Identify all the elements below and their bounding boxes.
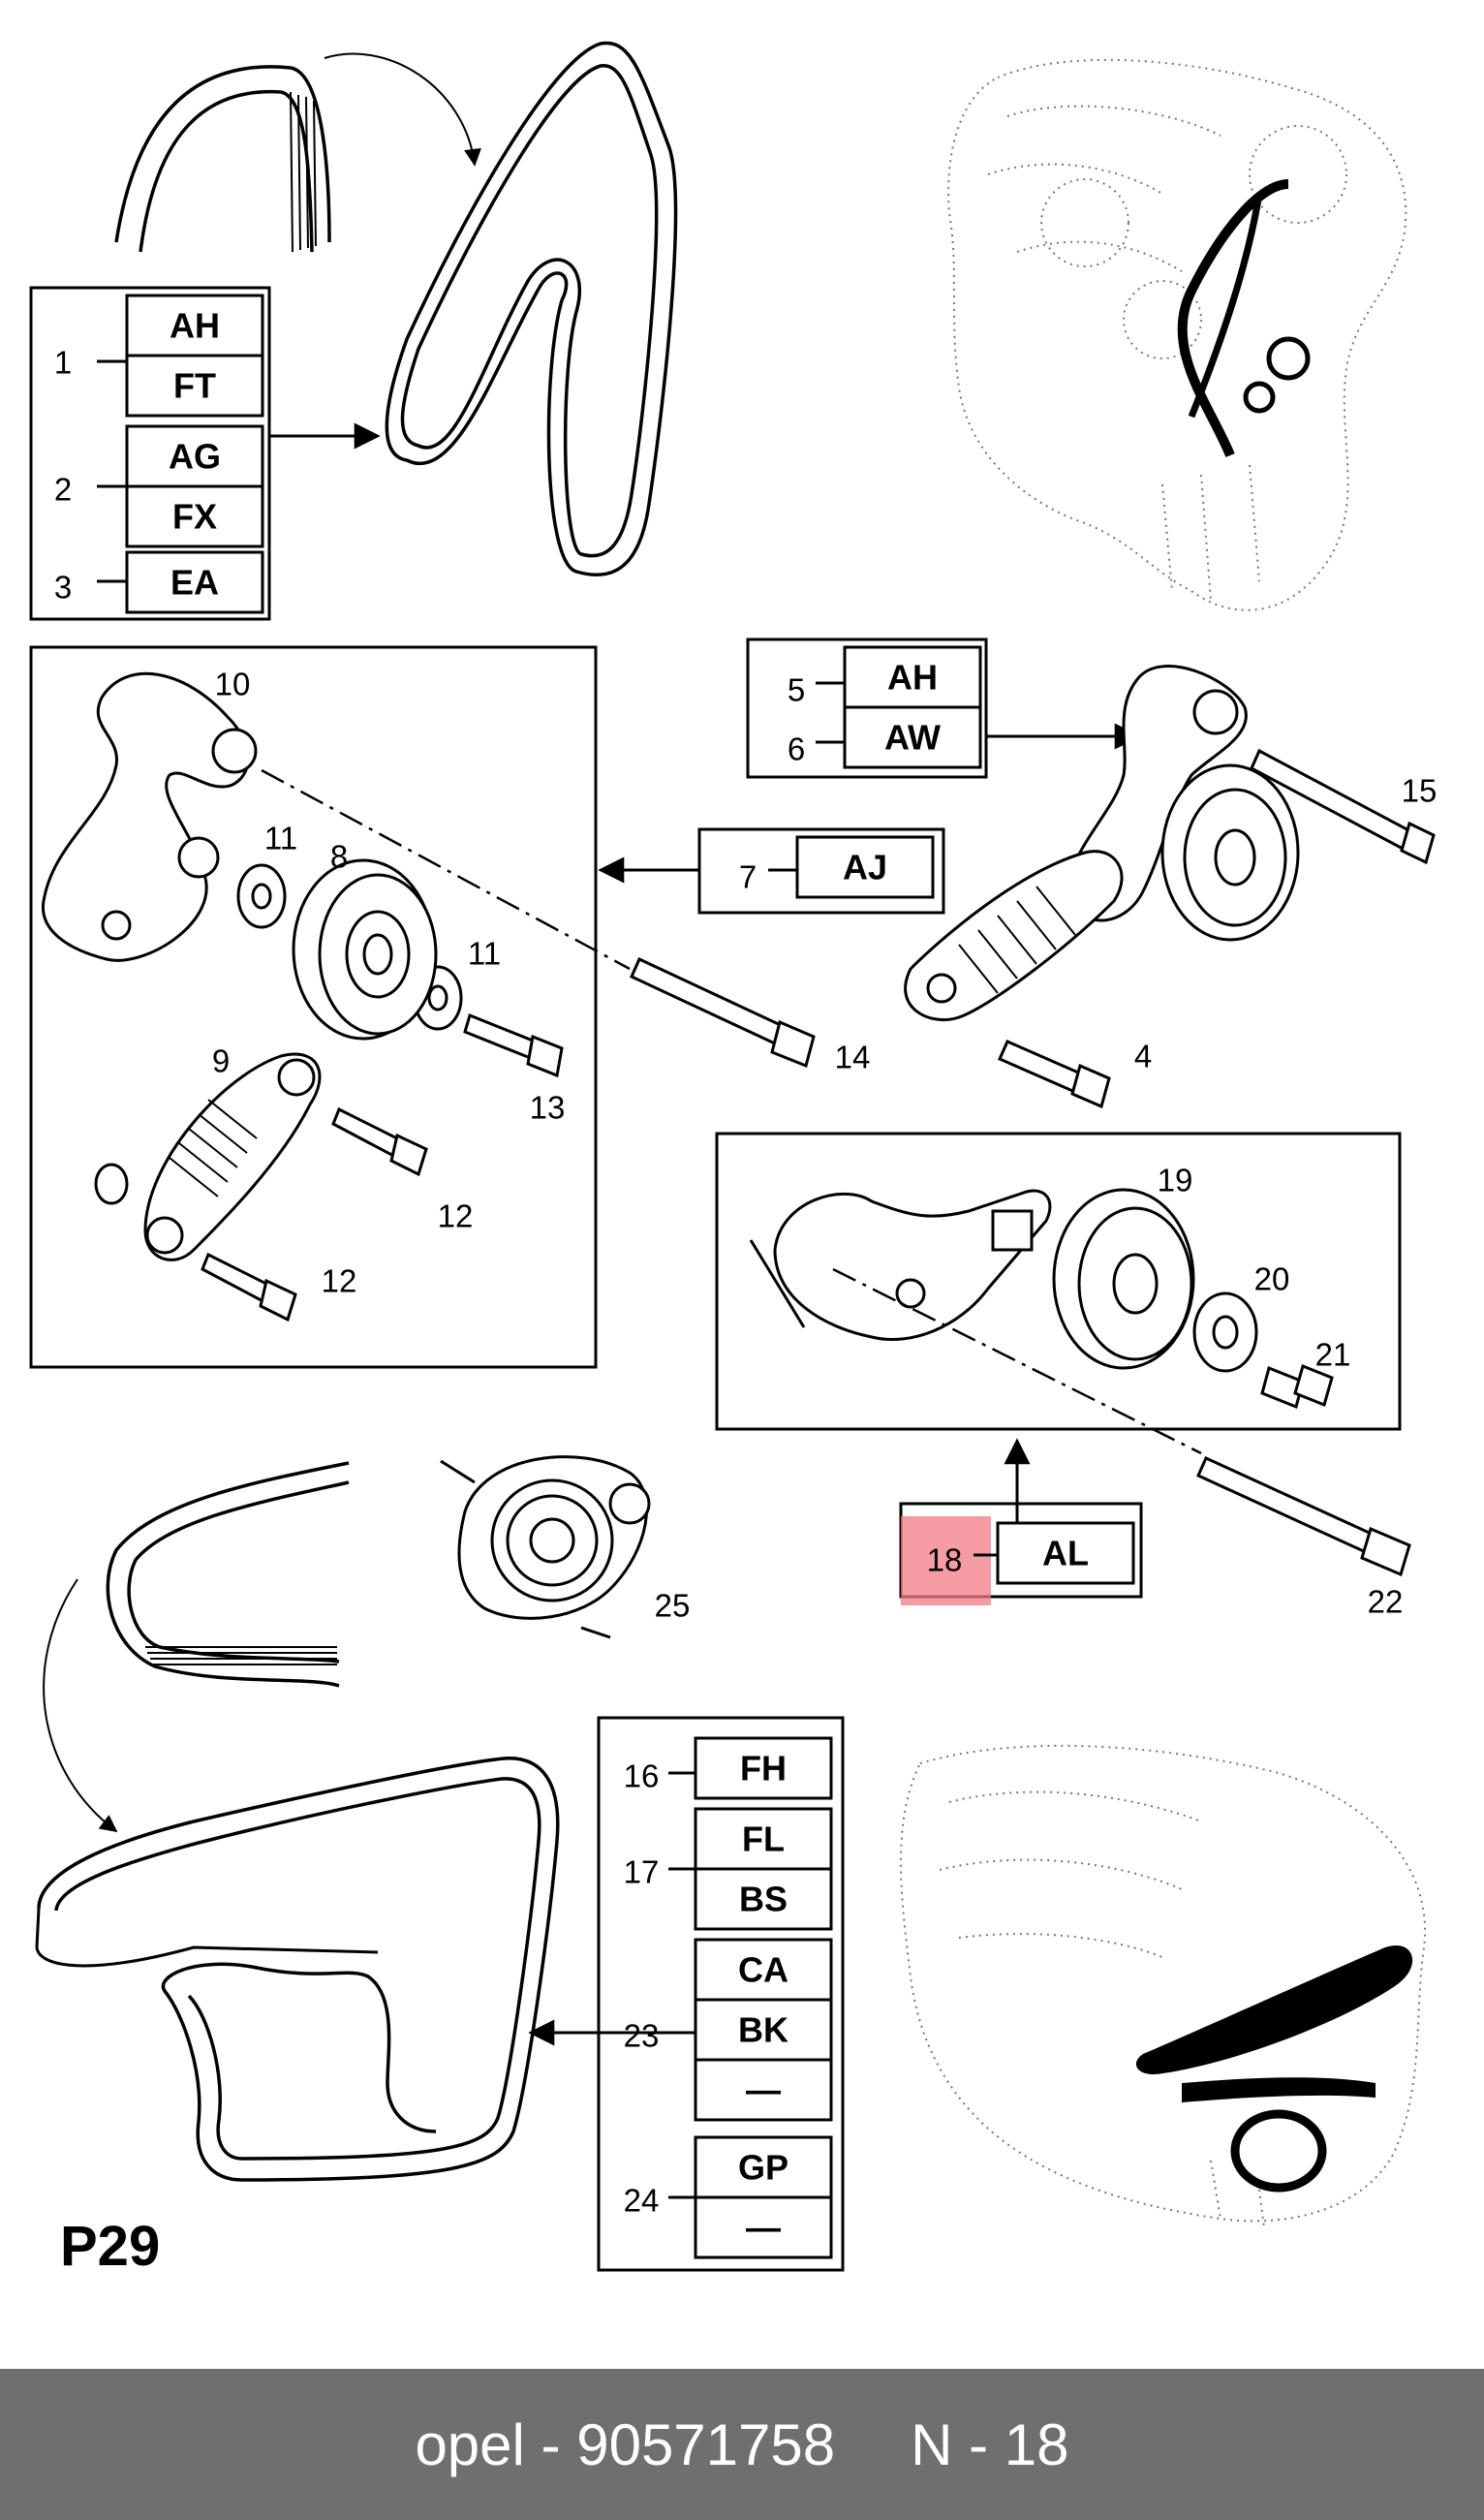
footer-separator: - <box>541 2411 561 2477</box>
callout-number-2: 2 <box>54 472 72 508</box>
code-16: FH <box>740 1749 787 1789</box>
serpentine-belt-top <box>385 41 678 576</box>
code-23b: BK <box>738 2010 788 2050</box>
footer-brand: opel <box>415 2411 525 2477</box>
part-number-11a: 11 <box>264 821 297 856</box>
part-number-12a: 12 <box>438 1198 474 1234</box>
page-label: P29 <box>60 2215 160 2278</box>
code-7: AJ <box>843 848 887 887</box>
callout-number-24: 24 <box>624 2183 660 2219</box>
part-number-11b: 11 <box>468 936 501 972</box>
tensioner-pulley-25 <box>440 1455 651 1639</box>
belt-profile-illustration-bottom <box>35 1461 560 2182</box>
belt-profile-illustration-top <box>114 52 481 253</box>
code-18: AL <box>1042 1534 1089 1573</box>
part-number-12b: 12 <box>322 1263 357 1299</box>
bolt-14-illustration <box>630 956 816 1069</box>
callout-group-5-6: AH AW 5 6 <box>746 638 1141 779</box>
callout-number-23: 23 <box>624 2018 660 2054</box>
callout-number-17: 17 <box>624 1854 660 1890</box>
code-17b: BS <box>739 1880 788 1919</box>
part-number-21: 21 <box>1315 1337 1351 1373</box>
code-23c: — <box>746 2070 781 2110</box>
callout-group-16-24: FH 16 FL BS 17 CA BK — 23 GP — 24 <box>528 1716 845 2272</box>
tensioner-assembly-frame-left <box>29 645 631 1369</box>
highlight-marker <box>901 1516 991 1605</box>
callout-number-1: 1 <box>54 345 72 381</box>
engine-illustration-bottom <box>900 1744 1427 2229</box>
callout-number-6: 6 <box>788 731 805 767</box>
code-3: EA <box>170 563 219 603</box>
code-6: AW <box>884 718 941 758</box>
part-number-19: 19 <box>1158 1163 1193 1198</box>
tensioner-assembly-right <box>904 665 1436 1109</box>
code-5: AH <box>887 658 938 698</box>
part-number-25: 25 <box>655 1588 691 1624</box>
callout-number-18: 18 <box>927 1542 963 1578</box>
callout-group-18: AL 18 <box>899 1438 1143 1605</box>
code-17a: FL <box>742 1820 785 1859</box>
footer-bar: opel - 90571758 N - 18 <box>0 2369 1484 2520</box>
callout-group-1-3: AH FT 1 AG FX 2 EA 3 <box>29 286 381 621</box>
tensioner-assembly-frame-right <box>715 1132 1402 1455</box>
part-number-14: 14 <box>835 1040 871 1075</box>
code-1a: AH <box>170 306 220 346</box>
part-number-15: 15 <box>1402 773 1438 809</box>
code-23a: CA <box>738 1950 788 1990</box>
parts-diagram: AH FT 1 AG FX 2 EA 3 <box>29 41 1438 2278</box>
bolt-22-illustration <box>1196 1456 1411 1577</box>
part-number-13: 13 <box>530 1090 566 1126</box>
code-2a: AG <box>169 437 221 477</box>
code-1b: FT <box>173 366 216 406</box>
part-number-4: 4 <box>1134 1039 1152 1074</box>
code-24a: GP <box>738 2148 788 2188</box>
code-2b: FX <box>172 497 217 537</box>
part-number-8: 8 <box>330 839 348 875</box>
footer-part-number: 90571758 <box>576 2411 836 2477</box>
part-number-22: 22 <box>1368 1584 1404 1620</box>
callout-group-7: AJ 7 <box>598 827 945 915</box>
callout-number-5: 5 <box>788 672 805 708</box>
engine-illustration-top <box>947 58 1407 611</box>
code-24b: — <box>746 2208 781 2248</box>
part-number-labels: 10 11 8 11 9 13 12 12 14 15 4 19 20 21 2… <box>212 667 1438 1624</box>
part-number-20: 20 <box>1254 1261 1290 1297</box>
callout-number-3: 3 <box>54 570 72 606</box>
part-number-10: 10 <box>215 667 251 702</box>
callout-number-16: 16 <box>624 1758 660 1794</box>
footer-position: N - 18 <box>911 2411 1069 2477</box>
callout-number-7: 7 <box>739 859 757 895</box>
part-number-9: 9 <box>212 1043 230 1079</box>
